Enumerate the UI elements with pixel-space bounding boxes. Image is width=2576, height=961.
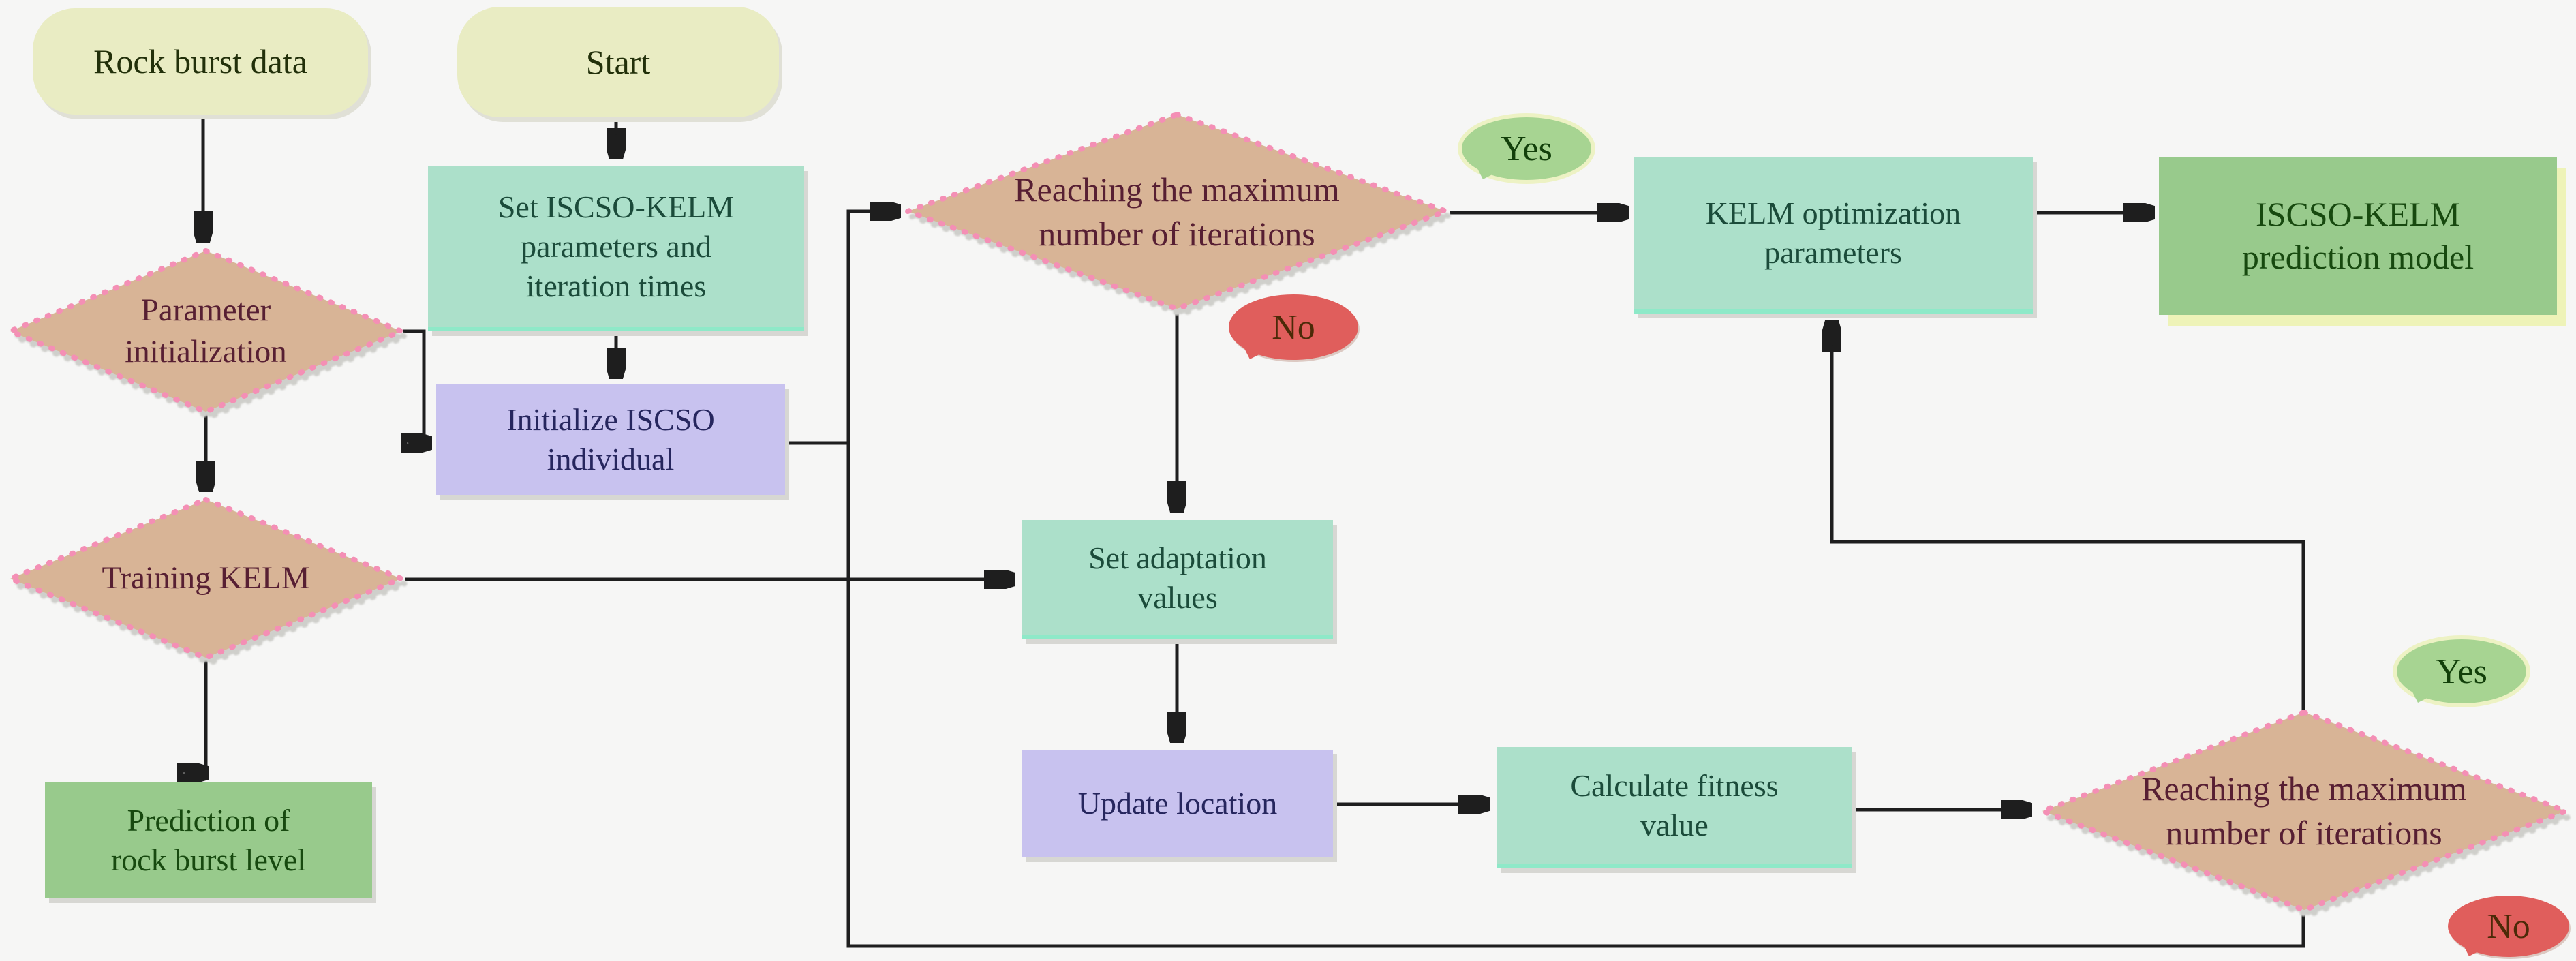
edge-decision2-yes-to-kelm-opt (1832, 323, 2305, 710)
process-kelm-optimization-parameters: KELM optimization parameters (1634, 157, 2033, 314)
decision-parameter-initialization: Parameter initialization (7, 247, 405, 415)
diamond-shape (2039, 709, 2569, 913)
decision-label: Reaching the maximum number of iteration… (2141, 769, 2467, 852)
terminal-rock-burst-data: Rock burst data (33, 8, 368, 115)
edge-param-init-to-initialize (403, 329, 429, 443)
bubble-yes-1: Yes (1462, 117, 1591, 180)
decision-reaching-max-iterations-2: Reaching the maximum number of iteration… (2039, 709, 2569, 913)
bubble-no-2: No (2448, 896, 2569, 957)
decision-label: Parameter initialization (125, 292, 287, 369)
process-set-iscso-kelm-parameters: Set ISCSO-KELM parameters and iteration … (428, 166, 804, 331)
process-calculate-fitness-value: Calculate fitness value (1497, 747, 1852, 868)
terminal-start: Start (457, 7, 779, 117)
decision-label: Reaching the maximum number of iteration… (1014, 170, 1340, 253)
decision-label: Training KELM (102, 560, 310, 596)
bubble-yes-2: Yes (2397, 639, 2526, 703)
bubble-no-1: No (1229, 294, 1358, 360)
decision-reaching-max-iterations-1: Reaching the maximum number of iteration… (904, 111, 1450, 312)
process-set-adaptation-values: Set adaptation values (1022, 520, 1333, 639)
process-update-location: Update location (1022, 750, 1333, 857)
edge-loop-to-decision1 (846, 211, 2305, 948)
decision-training-kelm: Training KELM (7, 496, 405, 661)
diamond-shape (904, 111, 1450, 312)
process-iscso-kelm-prediction-model: ISCSO-KELM prediction model (2159, 157, 2557, 315)
process-prediction-of-rock-burst-level: Prediction of rock burst level (45, 782, 372, 898)
diamond-shape (7, 496, 405, 661)
diamond-shape (7, 247, 405, 415)
process-initialize-iscso-individual: Initialize ISCSO individual (436, 384, 785, 495)
